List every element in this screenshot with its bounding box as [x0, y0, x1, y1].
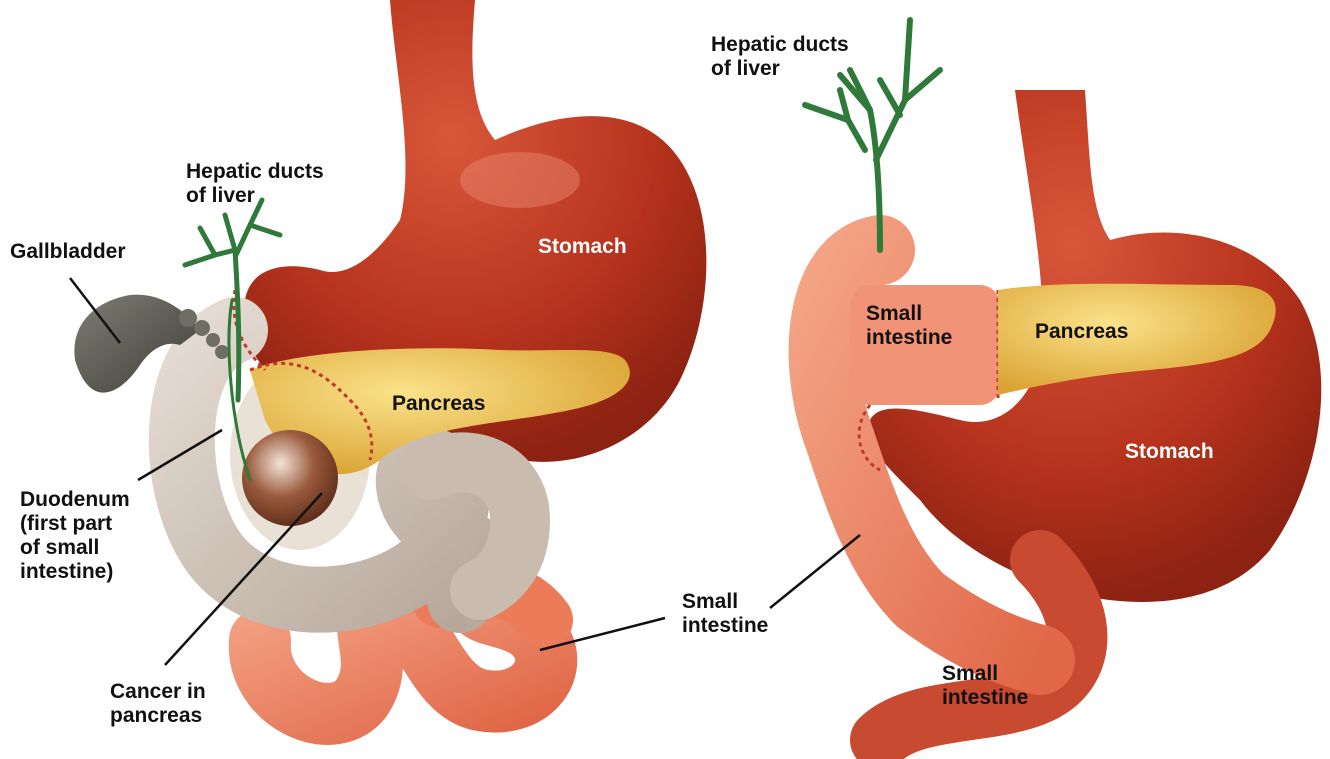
right-small-intestine-upper-label: Small intestine [866, 302, 952, 350]
right-pancreas-label: Pancreas [1035, 320, 1128, 344]
right-figure [805, 20, 1321, 740]
left-pancreas-label: Pancreas [392, 392, 485, 416]
left-tumor-shape [242, 430, 338, 526]
duodenum-label: Duodenum (first part of small intestine) [20, 488, 130, 584]
gallbladder-label: Gallbladder [10, 240, 126, 264]
right-small-intestine-lower-label: Small intestine [942, 662, 1028, 710]
left-hepatic-ducts-label: Hepatic ducts of liver [186, 160, 324, 208]
left-small-intestine-label: Small intestine [682, 590, 768, 638]
cancer-label: Cancer in pancreas [110, 680, 206, 728]
right-hepatic-ducts-label: Hepatic ducts of liver [711, 33, 849, 81]
left-stomach-label: Stomach [538, 235, 627, 259]
right-stomach-label: Stomach [1125, 440, 1214, 464]
leader-right-small-intestine [770, 535, 860, 608]
left-figure [74, 0, 706, 714]
